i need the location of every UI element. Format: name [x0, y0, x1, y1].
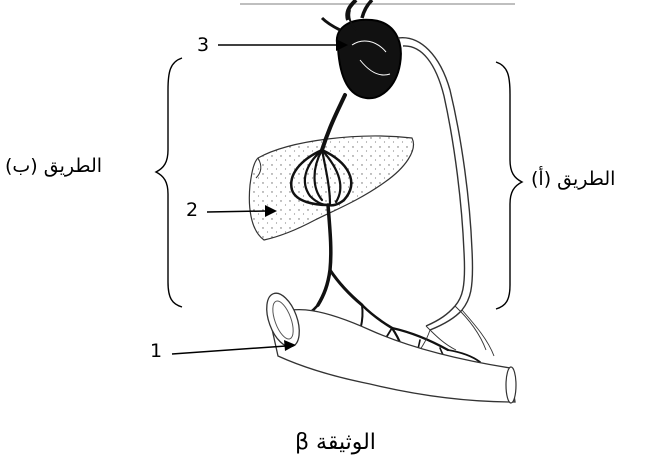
label-path-a: الطريق (أ) [531, 170, 615, 189]
brace-path-b [156, 58, 182, 307]
label-path-b: الطريق (ب) [5, 157, 102, 176]
label-3: 3 [197, 36, 209, 55]
heart [322, 0, 401, 98]
figure-caption: الوثيقة β [295, 432, 376, 454]
pointer-3 [218, 39, 348, 51]
label-2: 2 [186, 201, 198, 220]
intestine [260, 289, 516, 403]
label-1: 1 [150, 342, 162, 361]
vessel-path-a [398, 38, 473, 330]
liver [249, 136, 413, 240]
pointer-2 [207, 205, 277, 217]
brace-path-a [496, 62, 522, 309]
